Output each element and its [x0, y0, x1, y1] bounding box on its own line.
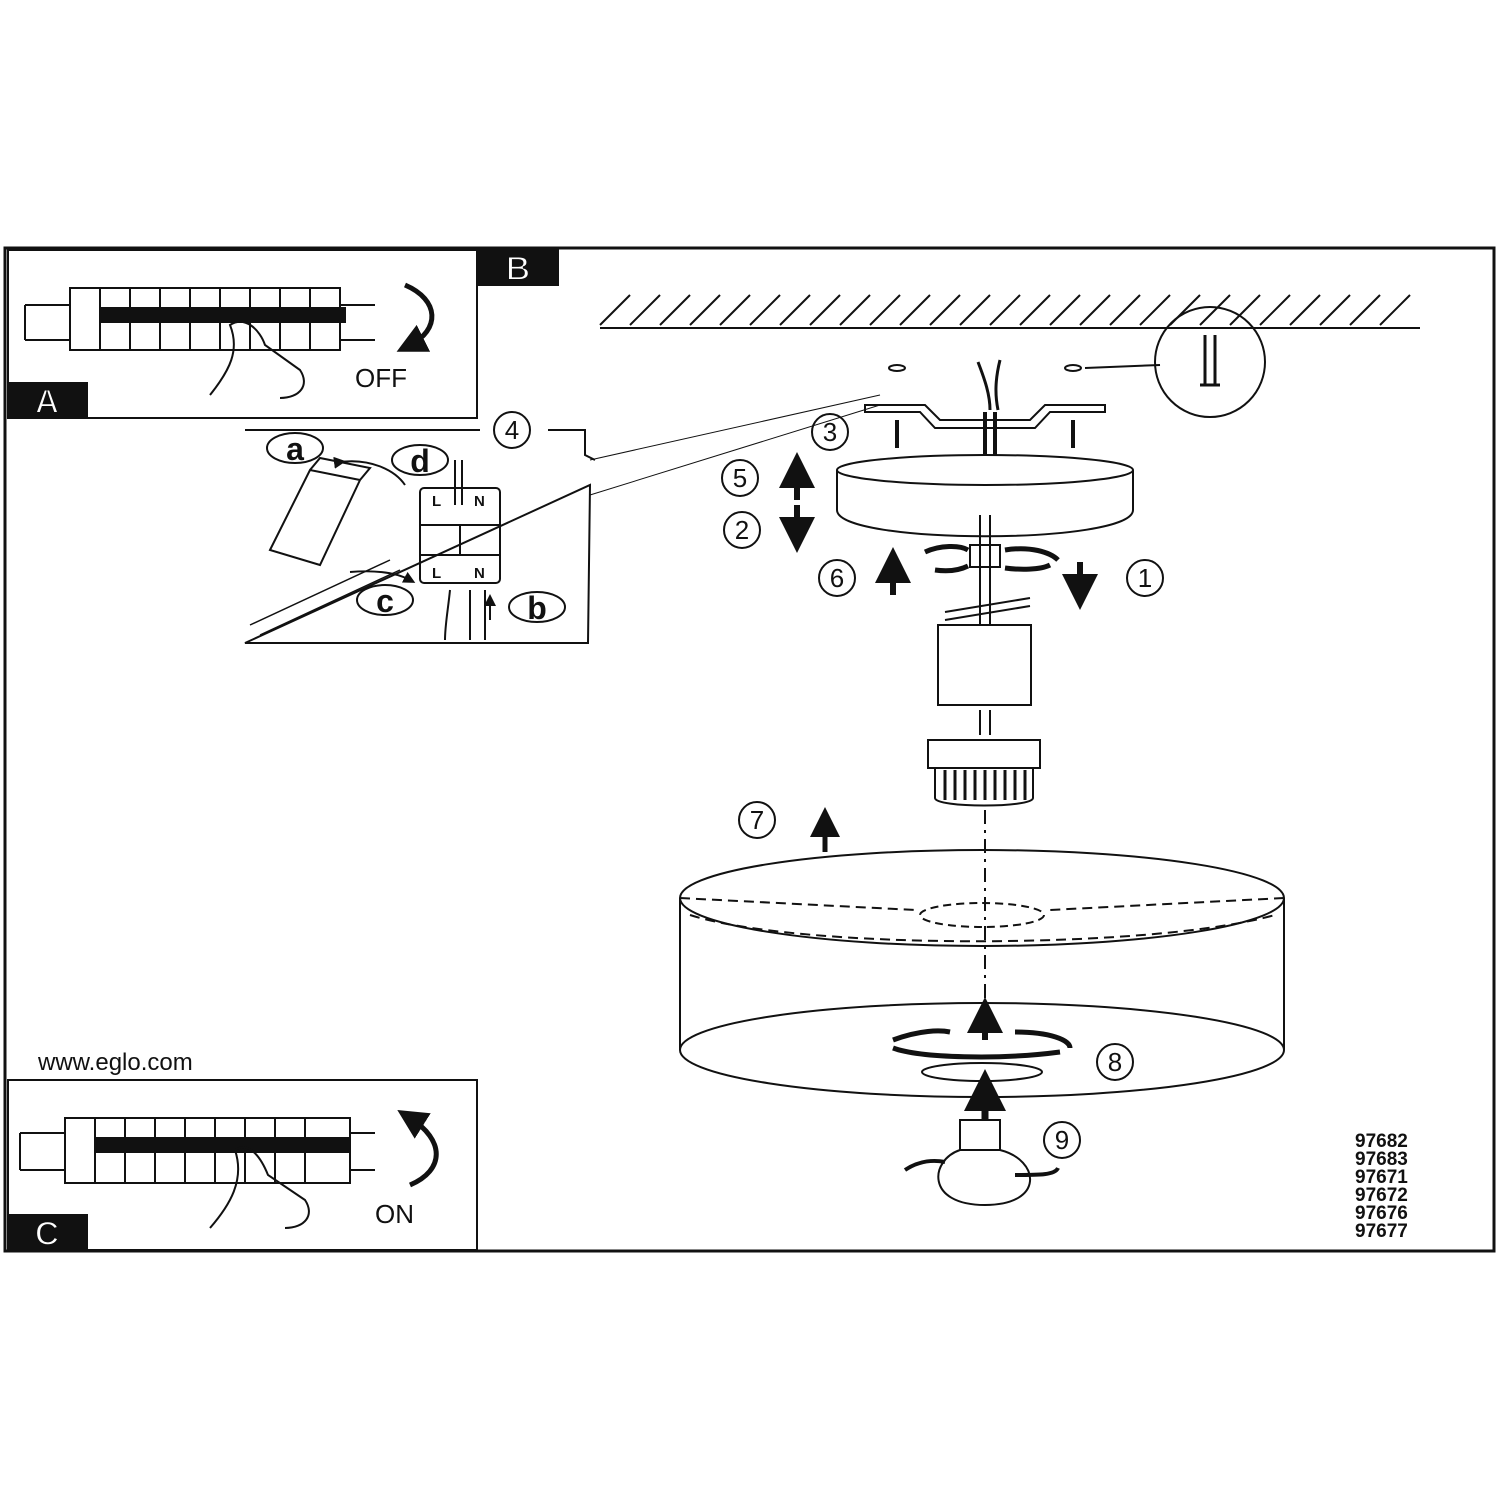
- on-label: ON: [375, 1199, 414, 1229]
- model-number: 97677: [1355, 1221, 1408, 1242]
- step-3: 3: [823, 417, 837, 447]
- cable-grip: [969, 544, 1001, 568]
- suspension-cable: [979, 515, 991, 735]
- cable-sleeve: [937, 624, 1032, 706]
- wall-plug-detail-icon: [1154, 306, 1266, 418]
- model-number: 97671: [1355, 1167, 1408, 1188]
- terminal-live-top: L: [432, 493, 441, 510]
- hand-icon: [209, 1146, 310, 1229]
- model-number: 97676: [1355, 1203, 1408, 1224]
- mounting-bracket: [864, 306, 1266, 455]
- step-8: 8: [1108, 1047, 1122, 1077]
- ceiling-canopy: [836, 454, 1134, 538]
- panel-a-label: A: [35, 383, 60, 421]
- off-label: OFF: [355, 363, 407, 393]
- model-number-list: 97682 97683 97671 97672 97676 97677: [1355, 1131, 1408, 1242]
- panel-b-label: B: [506, 250, 531, 288]
- model-number: 97672: [1355, 1185, 1408, 1206]
- panel-b-badge: [477, 249, 559, 286]
- ceiling-icon: [599, 294, 1420, 329]
- website-url: www.eglo.com: [37, 1049, 193, 1076]
- step-9: 9: [1055, 1125, 1069, 1155]
- step-2: 2: [735, 515, 749, 545]
- panel-c-label: C: [35, 1215, 60, 1253]
- turn-off-arrow-icon: [396, 282, 435, 352]
- breaker-box-icon: [19, 1117, 375, 1184]
- step-7: 7: [750, 805, 764, 835]
- outer-frame: [3, 246, 1496, 1253]
- wiring-step-c: c: [376, 583, 394, 619]
- hand-icon: [209, 320, 305, 399]
- wiring-step-b: b: [527, 590, 547, 626]
- breaker-box-icon: [24, 287, 375, 351]
- step-1: 1: [1138, 563, 1152, 593]
- lamp-shade: [679, 810, 1285, 1098]
- rotate-arrow-icon: [923, 544, 1060, 574]
- step-5: 5: [733, 463, 747, 493]
- panel-c-badge: [7, 1214, 88, 1251]
- panel-a-badge: [7, 382, 88, 419]
- step-4: 4: [505, 415, 519, 445]
- wiring-step-d: d: [410, 443, 430, 479]
- wiring-detail: L N L N a d c b: [244, 394, 881, 644]
- model-number: 97683: [1355, 1149, 1408, 1170]
- step-6: 6: [830, 563, 844, 593]
- light-bulb-icon: [903, 1069, 1060, 1207]
- panel-a-switch-off: A OFF: [7, 249, 478, 422]
- wiring-step-a: a: [286, 431, 304, 467]
- step-markers: [493, 411, 1164, 1159]
- terminal-neutral-bottom: N: [474, 565, 485, 582]
- lamp-socket: [927, 739, 1041, 807]
- turn-on-arrow-icon: [397, 1110, 439, 1188]
- terminal-live-bottom: L: [432, 565, 441, 582]
- model-number: 97682: [1355, 1131, 1408, 1152]
- terminal-neutral-top: N: [474, 493, 485, 510]
- panel-c-switch-on: C ON: [7, 1079, 478, 1254]
